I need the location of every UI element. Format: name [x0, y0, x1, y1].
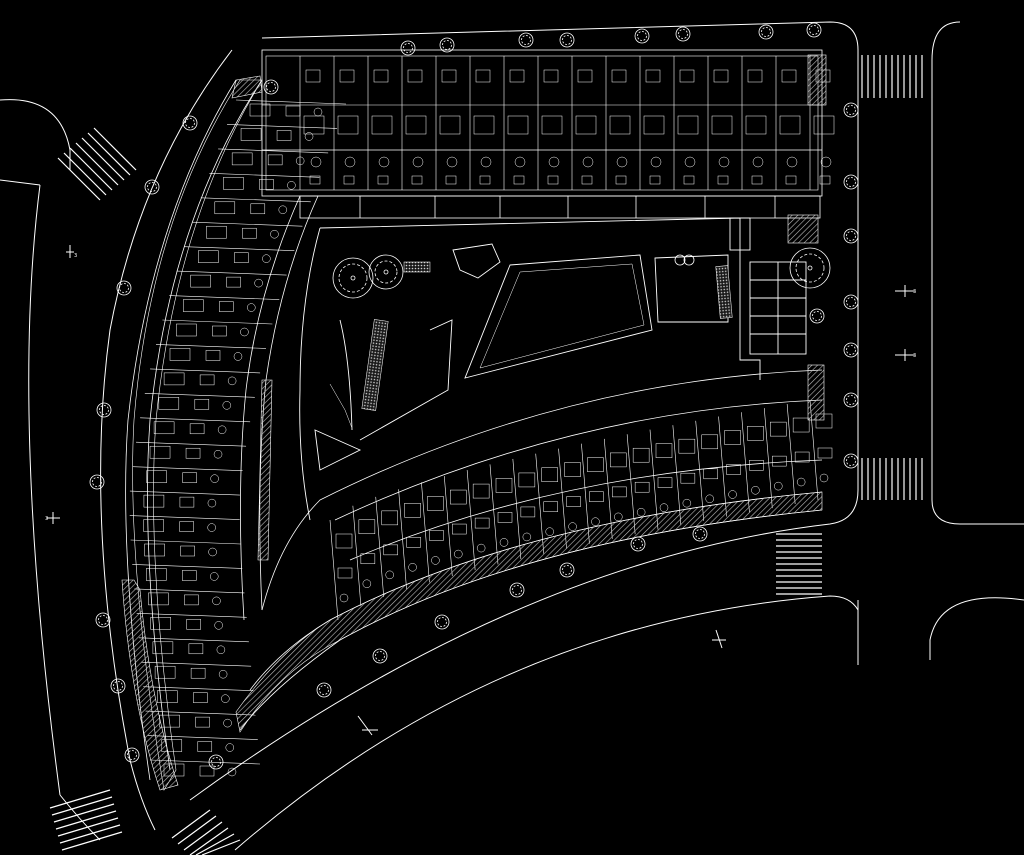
tree-plan-icon: [509, 582, 525, 598]
feature-trees: [332, 247, 831, 299]
marker-label: 3: [913, 353, 916, 359]
pedestrian-crossings: [49, 55, 923, 855]
west-edge-hatch: [121, 579, 179, 791]
tree-plan-icon: [843, 342, 859, 358]
crosswalk-top-right: [861, 55, 923, 98]
tree-plan-icon: [559, 32, 575, 48]
tree-plan-icon: [144, 179, 160, 195]
tree-plan-icon: [116, 280, 132, 296]
street-tree-row: [89, 22, 859, 770]
north-residential-wing: [261, 49, 835, 219]
tree-plan-icon: [843, 294, 859, 310]
tree-plan-icon: [559, 562, 575, 578]
tree-plan-icon: [634, 28, 650, 44]
marker-label: 3: [74, 253, 77, 259]
tree-plan-icon: [434, 614, 450, 630]
section-arrow-icon: [66, 245, 74, 258]
tree-plan-icon: [630, 536, 646, 552]
inner-edge-hatch: [257, 379, 273, 561]
central-courtyard: [299, 217, 807, 521]
tree-plan-icon: [368, 254, 404, 290]
tree-plan-icon: [843, 392, 859, 408]
marker-label: 3: [913, 289, 916, 295]
tree-plan-icon: [843, 102, 859, 118]
tree-plan-icon: [843, 453, 859, 469]
south-curved-residential-wing: [239, 369, 833, 731]
tree-plan-icon: [400, 40, 416, 56]
planting-beds: [361, 261, 733, 411]
tree-plan-icon: [809, 308, 825, 324]
section-arrow-icon: [46, 512, 60, 524]
south-facade-hatch: [235, 491, 823, 733]
tree-plan-icon: [316, 682, 332, 698]
tree-plan-icon: [95, 612, 111, 628]
lawn-area: [464, 254, 653, 379]
tree-plan-icon: [372, 648, 388, 664]
plaza-area: [654, 254, 729, 323]
tree-plan-icon: [806, 22, 822, 38]
tree-plan-icon: [263, 79, 279, 95]
crosswalk-left-top: [57, 127, 137, 201]
tree-plan-icon: [843, 228, 859, 244]
tree-plan-icon: [96, 402, 112, 418]
crosswalk-right-middle: [861, 458, 923, 500]
tree-plan-icon: [182, 115, 198, 131]
crosswalk-bottom-right: [776, 533, 822, 595]
section-markers: [46, 245, 915, 736]
tree-plan-icon: [89, 474, 105, 490]
tree-plan-icon: [332, 257, 374, 299]
tree-plan-icon: [758, 24, 774, 40]
crosswalk-bottom-left: [171, 809, 241, 855]
street-context: [0, 21, 1024, 851]
tree-plan-icon: [208, 754, 224, 770]
tree-plan-icon: [110, 678, 126, 694]
section-arrow-icon: [357, 715, 378, 736]
section-arrow-icon: [895, 285, 915, 297]
section-arrow-icon: [712, 629, 726, 649]
tree-plan-icon: [843, 174, 859, 190]
stair-hatch: [807, 364, 825, 421]
section-arrow-icon: [895, 349, 915, 361]
tree-plan-icon: [124, 747, 140, 763]
marker-label: 3: [45, 516, 48, 522]
tree-plan-icon: [692, 526, 708, 542]
tree-plan-icon: [789, 247, 831, 289]
stair-hatch: [807, 54, 827, 106]
stair-hatch: [787, 214, 819, 244]
tree-plan-icon: [674, 254, 695, 266]
tree-plan-icon: [675, 26, 691, 42]
ramp: [314, 429, 362, 471]
corner-hatch: [231, 75, 263, 99]
crosswalk-left-bottom: [49, 789, 123, 851]
tree-plan-icon: [439, 37, 455, 53]
tree-plan-icon: [518, 32, 534, 48]
planter: [452, 243, 501, 279]
